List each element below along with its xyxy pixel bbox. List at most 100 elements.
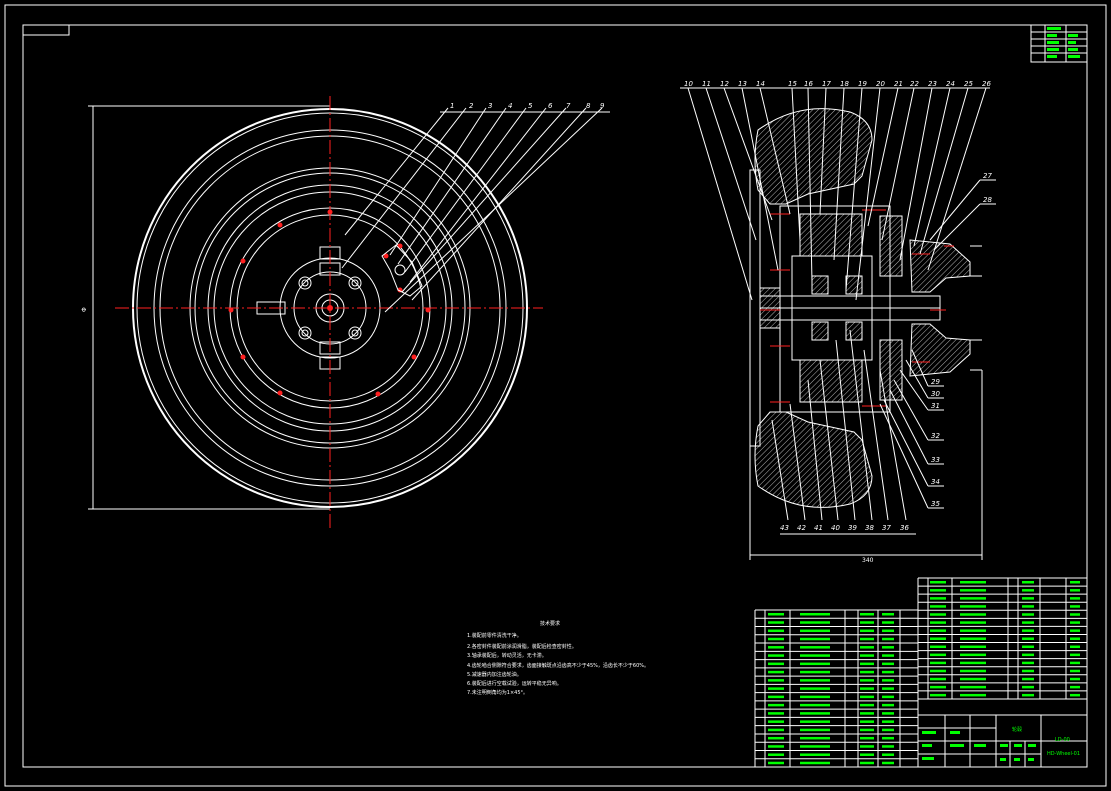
bom-cell-text: [1022, 637, 1034, 640]
bom-cell-text: [960, 613, 986, 616]
bom-cell-text: [960, 693, 986, 697]
part-label: 12: [720, 80, 729, 88]
bom-cell-text: [1070, 677, 1080, 681]
part-label: 41: [814, 524, 823, 532]
bom-cell-text: [800, 687, 830, 690]
part-label: 10: [684, 80, 693, 88]
section-top-labels: 10 11 12 13 14 15 16 17 18 19 20 21 22 2…: [684, 80, 991, 88]
bom-cell-text: [1022, 645, 1034, 649]
bom-cell-text: [800, 654, 830, 657]
bom-cell-text: [1070, 645, 1080, 649]
bom-cell-text: [768, 679, 784, 682]
bom-cell-text: [960, 605, 986, 608]
bom-cell-text: [800, 613, 830, 616]
bom-cell-text: [882, 637, 894, 641]
bom-cell-text: [930, 677, 946, 681]
bom-cell-text: [882, 670, 894, 674]
bom-cell-text: [800, 745, 830, 748]
bom-cell-text: [1022, 597, 1034, 600]
part-label: 22: [910, 80, 919, 88]
bom-cell-text: [1022, 685, 1034, 689]
bom-cell-text: [930, 685, 946, 689]
bom-cell-text: [860, 613, 874, 616]
title-block: 轮毂 LD-00 HD-Wheel-01: [917, 714, 1088, 768]
bom-cell-text: [930, 653, 946, 657]
section-bottom-labels: 43 42 41 40 39 38 37 36: [780, 524, 909, 532]
bom-cell-text: [882, 662, 894, 666]
bom-cell-text: [800, 695, 830, 699]
bom-cell-text: [882, 703, 894, 707]
section-dimension-label: 340: [862, 557, 874, 564]
bom-cell-text: [800, 720, 830, 723]
bom-cell-text: [1070, 629, 1080, 632]
technical-notes: 技术要求 1.装配前零件清洗干净。 2.各密封件装配前涂润滑脂，装配后检查密封性…: [467, 620, 649, 696]
corner-table-top-right: [1030, 24, 1088, 63]
bom-cell-text: [882, 728, 894, 732]
bom-cell-text: [1070, 581, 1080, 584]
bom-cell-text: [960, 629, 986, 632]
bom-cell-text: [882, 679, 894, 682]
part-label: 2: [469, 102, 474, 110]
title-name: 轮毂: [1012, 726, 1022, 733]
bom-cell-text: [960, 661, 986, 665]
bom-cell-text: [930, 645, 946, 649]
bom-cell-text: [800, 646, 830, 649]
part-label: 43: [780, 524, 789, 532]
part-label: 29: [931, 378, 940, 386]
part-label: 17: [822, 80, 831, 88]
bom-cell-text: [1070, 605, 1080, 608]
bom-cell-text: [882, 720, 894, 723]
bom-cell-text: [860, 745, 874, 748]
inner-frame: [22, 24, 1088, 768]
bom-cell-text: [960, 677, 986, 681]
title-drawing-no: LD-00: [1055, 737, 1070, 743]
bom-cell-text: [930, 669, 946, 673]
part-label: 13: [738, 80, 747, 88]
bom-cell-text: [768, 629, 784, 633]
section-right-leaders: [879, 179, 996, 509]
bom-cell-text: [768, 695, 784, 699]
bom-cell-text: [960, 653, 986, 657]
bom-cell-text: [882, 646, 894, 649]
bom-cell-text: [1022, 605, 1034, 608]
bom-cell-text: [768, 703, 784, 707]
bom-cell-text: [960, 637, 986, 640]
bom-cell-text: [1070, 653, 1080, 657]
bom-cell-text: [768, 736, 784, 740]
bom-cell-text: [860, 761, 874, 765]
bom-cell-text: [800, 679, 830, 682]
bom-cell-text: [768, 670, 784, 674]
bom-cell-text: [768, 728, 784, 732]
bom-cell-text: [860, 629, 874, 633]
bom-cell-text: [882, 712, 894, 715]
bom-cell-text: [930, 661, 946, 665]
bom-cell-text: [800, 637, 830, 641]
corner-box-top-left: [22, 24, 70, 36]
bom-cell-text: [1070, 685, 1080, 689]
part-label: 35: [931, 500, 940, 508]
part-label: 39: [848, 524, 857, 532]
part-label: 14: [756, 80, 765, 88]
bom-cell-text: [930, 581, 946, 584]
part-label: 36: [900, 524, 909, 532]
bom-cell-text: [860, 654, 874, 657]
bom-cell-text: [800, 621, 830, 624]
section-right-labels: 27 28 29 30 31 32 33 34 35: [931, 172, 992, 508]
bom-cell-text: [1022, 581, 1034, 584]
bom-cell-text: [768, 613, 784, 616]
part-label: 32: [931, 432, 940, 440]
bom-cell-text: [1022, 661, 1034, 665]
bom-cell-text: [882, 753, 894, 756]
part-label: 23: [928, 80, 937, 88]
note-line: 6.装配后进行空载试验，运转平稳无异响。: [467, 680, 562, 687]
note-line: 1.装配前零件清洗干净。: [467, 632, 522, 639]
bom-cell-text: [800, 761, 830, 765]
bom-cell-text: [860, 736, 874, 740]
bom-cell-text: [860, 679, 874, 682]
bom-cell-text: [1070, 589, 1080, 592]
bom-cell-text: [1022, 613, 1034, 616]
bom-cell-text: [800, 712, 830, 715]
section-red-marks: [760, 209, 954, 407]
part-label: 11: [702, 80, 711, 88]
